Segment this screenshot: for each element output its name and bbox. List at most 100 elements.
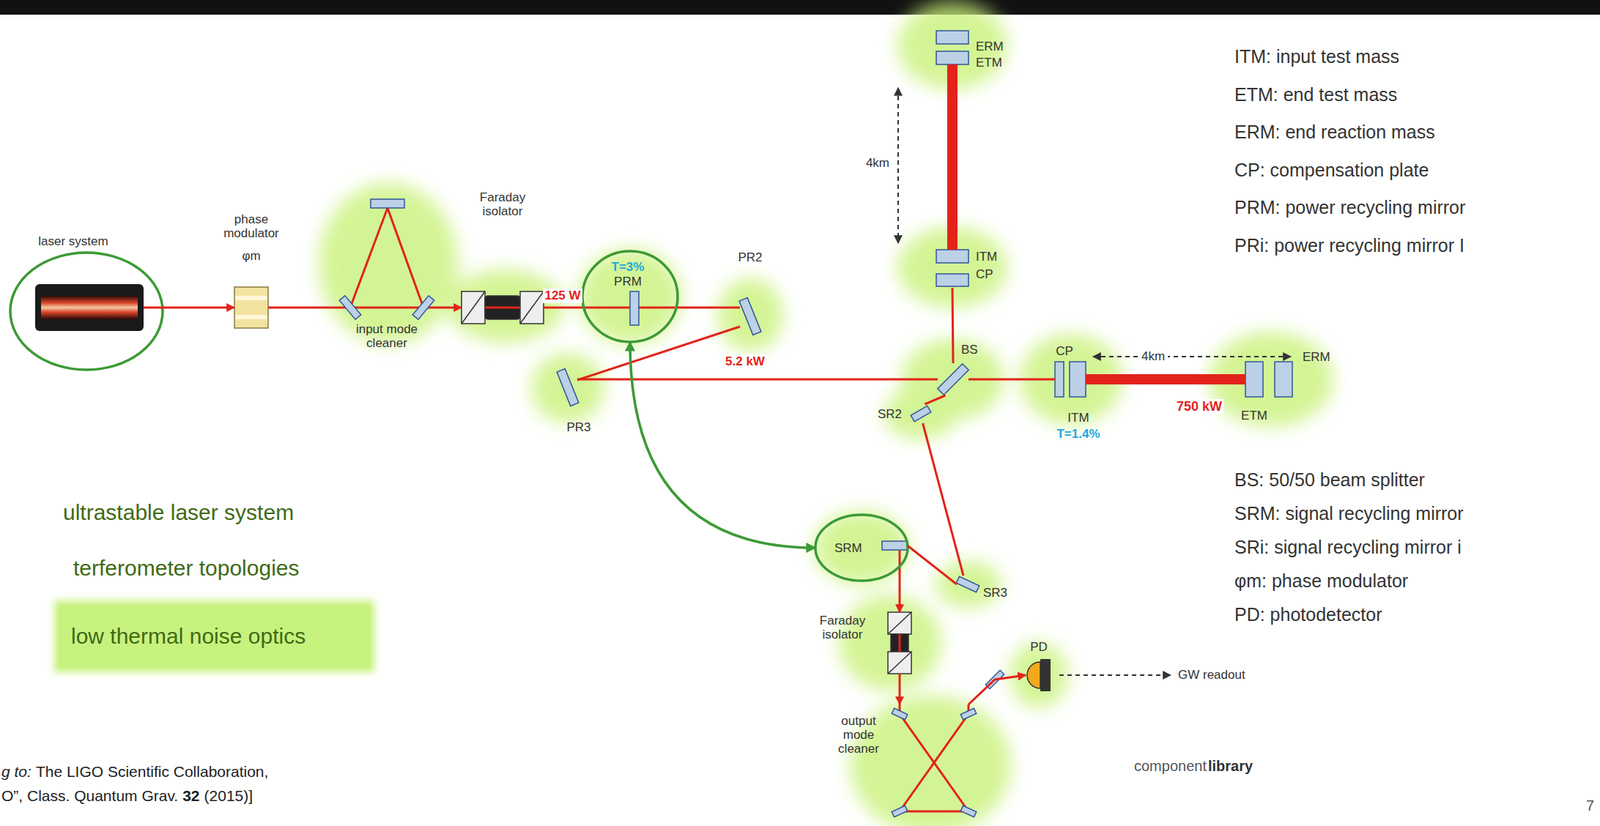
mode-cleaner-cavity [338, 199, 436, 320]
component-label: PR2 [737, 250, 762, 265]
component-label: φm [241, 249, 261, 264]
glossary-entry: SRi: signal recycling mirror i [1234, 536, 1462, 558]
highlight-box: low thermal noise optics [58, 605, 370, 669]
laser-beam [947, 64, 958, 250]
laser-beam [677, 306, 740, 310]
component-label: PD [1030, 640, 1048, 655]
component-label: Faraday isolator [465, 190, 540, 219]
faraday-isolator-symbol [461, 291, 544, 324]
glossary-entry: ERM: end reaction mass [1234, 121, 1436, 143]
component-label: low thermal noise optics [71, 623, 306, 650]
glossary-entry: φm: phase modulator [1234, 570, 1409, 592]
distance-label: 4km [865, 156, 890, 170]
component-label: laser system [38, 234, 108, 249]
bullet-point: ultrastable laser system [63, 499, 294, 527]
logo-text: component [1134, 758, 1207, 775]
citation: (2015)] [204, 787, 254, 806]
laser-beam [143, 306, 235, 310]
beam-power: 125 W [542, 288, 582, 303]
distance-label: 4km [1138, 349, 1168, 364]
laser-housing [35, 284, 144, 332]
logo-text: library [1208, 758, 1253, 775]
beam-power: 5.2 kW [723, 354, 767, 369]
title-bar [0, 0, 1600, 15]
component-label: input mode cleaner [346, 322, 428, 351]
component-label: ITM [1067, 410, 1089, 425]
swap-arrow [630, 342, 816, 548]
faraday-isolator: Faraday isolator [461, 290, 544, 326]
component-label: CP [1055, 344, 1074, 359]
component-label: SRM [834, 541, 863, 556]
laser-beam [924, 395, 946, 405]
component-label: ETM [1241, 408, 1268, 423]
output-label: GW readout [1178, 668, 1246, 683]
component-label: phase modulator [218, 212, 285, 241]
component-label: output mode cleaner [832, 714, 885, 757]
steering-mirror: PR3 [558, 369, 578, 406]
citation: g to: [1, 763, 32, 781]
component-label: PR3 [566, 420, 591, 435]
component-label: ITM [975, 249, 998, 264]
steering-mirror: SR3 [956, 575, 979, 594]
output-cavity [891, 704, 977, 818]
modulator-crystal [234, 287, 269, 329]
faraday-isolator-symbol [887, 612, 912, 674]
laser-beam [898, 580, 902, 613]
component-label: ERM [1302, 350, 1331, 365]
component-label: PRM [613, 274, 642, 289]
steering-mirror: PR2 [739, 295, 761, 337]
mode-cleaner: output mode cleaner [892, 704, 976, 821]
highlight-circle [10, 251, 908, 581]
laser-beam [907, 545, 957, 585]
component-label: CP [975, 267, 994, 282]
page-number: 7 [1586, 797, 1595, 814]
citation: The LIGO Scientific Collaboration, [35, 763, 269, 781]
glossary-entry: PD: photodetector [1234, 604, 1383, 625]
glossary-entry: BS: 50/50 beam splitter [1234, 469, 1425, 491]
steering-mirror: SR2 [911, 404, 931, 424]
mode-cleaner: input mode cleaner [338, 196, 436, 317]
input-test-mass: ITMCP [936, 249, 969, 288]
component-label: BS [961, 342, 979, 357]
phase-modulator: phase modulatorφm [234, 287, 269, 329]
laser-system: laser system [35, 284, 144, 332]
glossary-entry: PRM: power recycling mirror [1234, 197, 1466, 218]
laser-beam [923, 423, 964, 576]
laser-beam [952, 287, 954, 364]
bullet-point: terferometer topologies [73, 555, 300, 582]
glossary-entry: ITM: input test mass [1234, 46, 1400, 67]
recycling-mirror: T=3%PRM [582, 251, 678, 343]
end-test-mass: ERMETM [1245, 361, 1293, 398]
end-test-mass: ERMETM [936, 30, 969, 65]
citation: 32 [182, 787, 200, 806]
laser-beam [968, 378, 1055, 381]
laser-beam [543, 306, 583, 310]
signal-recycling-mirror: SRM [815, 515, 908, 581]
component-label: ETM [975, 55, 1003, 70]
laser-beam [968, 675, 1026, 705]
component-label: SR3 [983, 586, 1008, 600]
laser-beam [898, 673, 902, 705]
mirror-set [556, 30, 1293, 690]
component-label: Faraday isolator [805, 613, 880, 642]
citation: O”, Class. Quantum Grav. [1, 787, 179, 806]
laser-beam [435, 306, 462, 310]
component-label: ERM [975, 39, 1004, 54]
glossary-entry: CP: compensation plate [1234, 159, 1429, 181]
photodiode-symbol [1027, 659, 1051, 692]
photodetector: PD [1025, 662, 1053, 689]
laser-beam [577, 326, 740, 381]
faraday-isolator: Faraday isolator [887, 612, 912, 674]
laser-beam [1085, 374, 1246, 385]
input-test-mass: CPITMT=1.4% [1054, 361, 1086, 398]
beam-power: 750 kW [1175, 399, 1224, 414]
component-label: T=3% [611, 260, 645, 274]
laser-beam [268, 306, 339, 310]
beam-splitter: BS [937, 363, 969, 396]
component-glow [318, 1, 1334, 826]
glossary-entry: PRi: power recycling mirror I [1234, 235, 1465, 256]
glossary-entry: SRM: signal recycling mirror [1234, 503, 1464, 524]
component-label: SR2 [877, 407, 902, 422]
component-label: T=1.4% [1056, 427, 1100, 442]
glossary-entry: ETM: end test mass [1234, 84, 1398, 105]
